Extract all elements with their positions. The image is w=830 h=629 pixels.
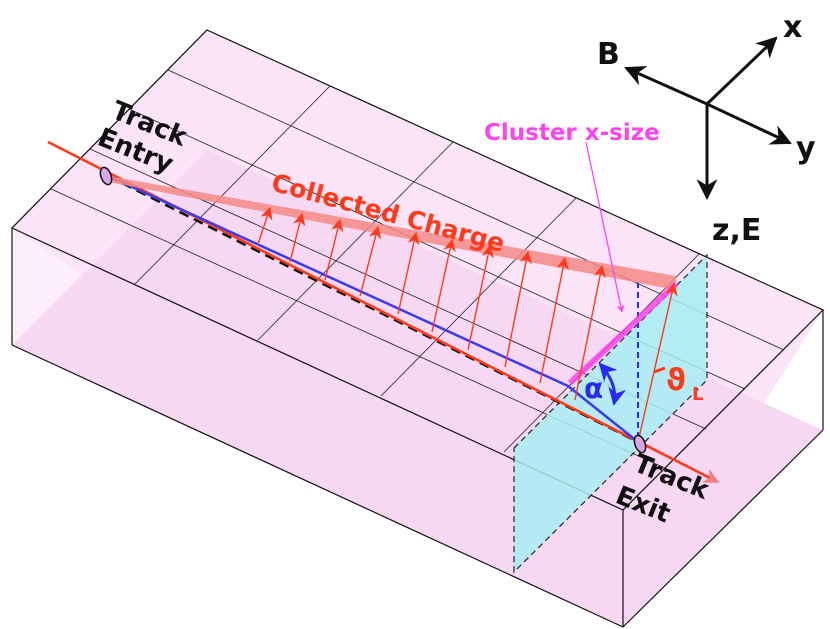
- alpha-arc: [598, 362, 626, 406]
- theta-label: ϑ: [666, 363, 686, 398]
- track-projection: [107, 174, 639, 444]
- charge-arrows: [257, 206, 678, 443]
- charge-arrow: [431, 238, 456, 333]
- charge-arrow: [359, 225, 382, 297]
- charge-arrow: [289, 212, 306, 263]
- axis-x: [705, 36, 778, 106]
- charge-arrow: [397, 231, 420, 315]
- axis-y: [706, 102, 792, 145]
- charge-arrow: [467, 244, 494, 351]
- axis-y-label: y: [796, 131, 816, 166]
- charge-arrow: [637, 282, 678, 443]
- charge-arrow: [257, 206, 273, 245]
- axis-zE-label: z,E: [712, 213, 761, 248]
- cluster-size-bar: [567, 281, 679, 386]
- charge-arrow: [324, 218, 344, 281]
- sensor-box: [10, 29, 825, 628]
- axis-B: [624, 66, 708, 106]
- theta-arc: [653, 366, 666, 374]
- alpha-label: α: [584, 372, 603, 405]
- charge-band: [108, 176, 676, 290]
- charge-arrow: [539, 256, 569, 384]
- pink-collection-plane: [12, 150, 823, 627]
- drift-projection: [107, 174, 639, 443]
- exit-plane: [513, 253, 708, 574]
- charge-arrow: [504, 250, 532, 368]
- charge-arrow: [574, 264, 606, 401]
- track-entry-marker: [99, 166, 113, 186]
- track-exit-marker: [633, 434, 647, 454]
- cluster-x-size-label: Cluster x-size: [484, 120, 660, 146]
- axis-B-label: B: [597, 37, 620, 72]
- theta-subscript: L: [692, 384, 703, 405]
- cluster-size-pointer: [585, 141, 625, 313]
- axis-x-label: x: [783, 10, 802, 45]
- axes: [624, 36, 792, 201]
